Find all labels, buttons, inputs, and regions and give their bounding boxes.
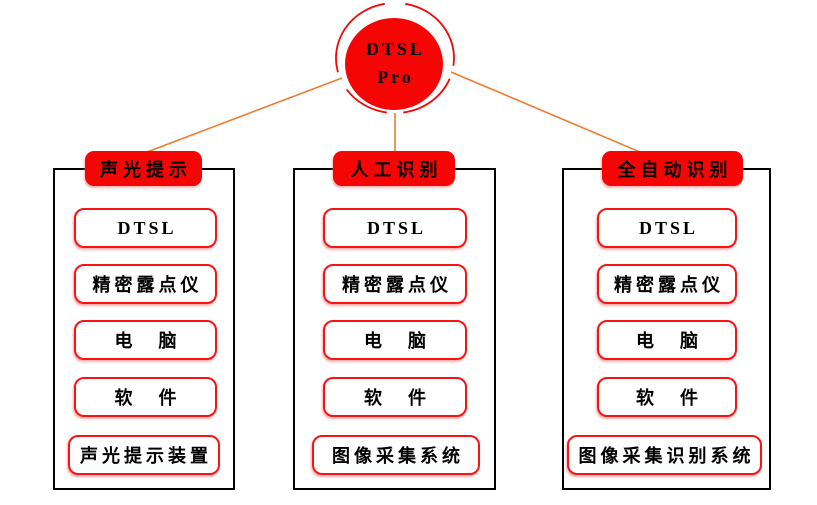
connector-line-left (146, 77, 343, 153)
header-sound-light: 声光提示 (85, 151, 202, 186)
root-node-label: DTSL Pro (345, 18, 443, 110)
header-manual: 人工识别 (333, 151, 455, 186)
item-box: 电 脑 (597, 320, 737, 360)
connector-line-right (450, 71, 641, 153)
item-box: 软 件 (597, 377, 737, 417)
item-box: 图像采集识别系统 (567, 435, 762, 475)
root-node-line1: DTSL (365, 39, 426, 60)
item-box: 软 件 (74, 377, 217, 417)
item-box: 电 脑 (74, 320, 217, 360)
item-box: 声光提示装置 (68, 435, 220, 475)
item-box: 图像采集系统 (312, 435, 480, 475)
item-box: 精密露点仪 (323, 264, 467, 304)
root-node-line2: Pro (377, 67, 414, 87)
item-box: 精密露点仪 (74, 264, 217, 304)
item-box: DTSL (74, 208, 217, 248)
item-box: 电 脑 (323, 320, 467, 360)
item-box: 精密露点仪 (597, 264, 737, 304)
item-box: 软 件 (323, 377, 467, 417)
header-automatic: 全自动识别 (602, 151, 743, 186)
item-box: DTSL (597, 208, 737, 248)
item-box: DTSL (323, 208, 467, 248)
